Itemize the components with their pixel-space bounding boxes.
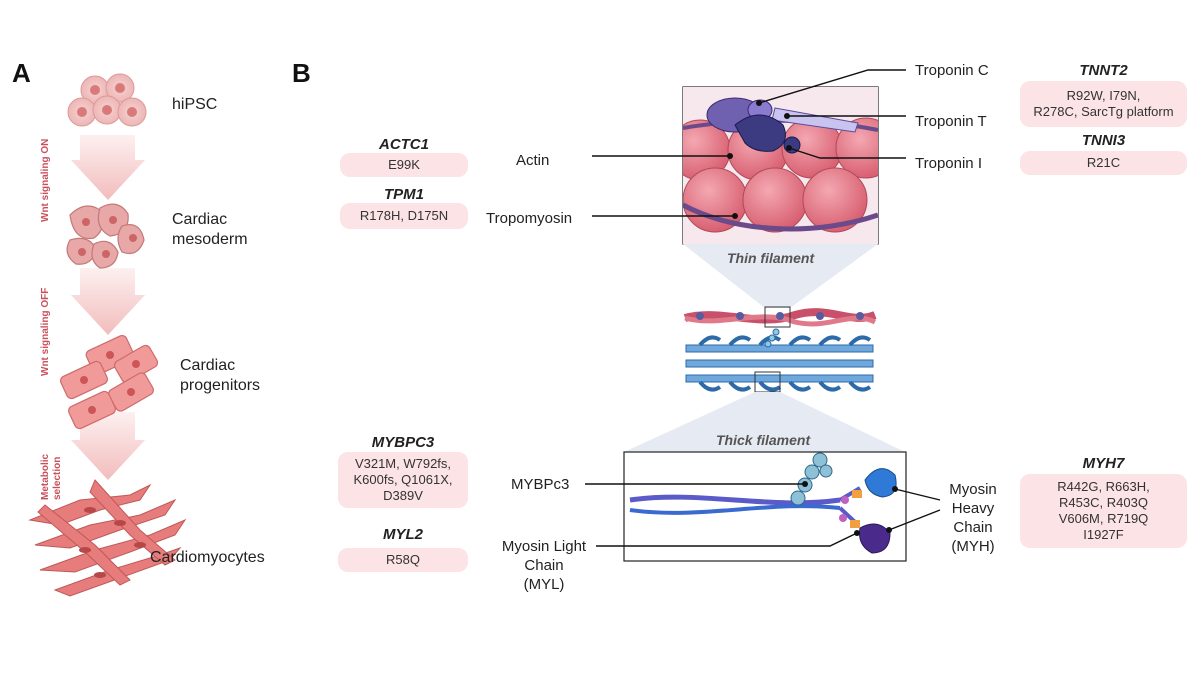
variants-tpm1: R178H, D175N	[340, 203, 468, 229]
label-troponin-t: Troponin T	[915, 113, 987, 130]
stage-progenitors: Cardiac progenitors	[180, 357, 261, 394]
thin-zoom-funnel	[683, 244, 878, 308]
variants-myh7: R442G, R663H, R453C, R403Q V606M, R719Q …	[1020, 474, 1187, 548]
progenitor-cells	[60, 334, 159, 430]
leader-lines	[585, 69, 941, 547]
gene-myh7: MYH7	[1082, 455, 1125, 472]
sarcomere-strip	[683, 306, 877, 393]
label-troponin-i: Troponin I	[915, 155, 982, 172]
variants-actc1: E99K	[340, 153, 468, 177]
mesoderm-cells	[66, 203, 145, 269]
signal-wnt-on: Wnt signaling ON	[40, 138, 51, 222]
signal-wnt-off: Wnt signaling OFF	[40, 287, 51, 376]
thick-filament-title: Thick filament	[716, 432, 811, 448]
label-actin: Actin	[516, 152, 550, 169]
label-myl: Myosin Light Chain (MYL)	[501, 538, 587, 593]
label-troponin-c: Troponin C	[915, 62, 989, 79]
gene-mybpc3: MYBPC3	[371, 434, 435, 451]
stage-hipsc: hiPSC	[172, 96, 218, 113]
gene-myl2: MYL2	[382, 526, 423, 543]
label-tropomyosin: Tropomyosin	[486, 210, 573, 227]
variants-mybpc3: V321M, W792fs, K600fs, Q1061X, D389V	[338, 452, 468, 508]
gene-tpm1: TPM1	[383, 186, 424, 203]
variants-tnnt2: R92W, I79N, R278C, SarcTg platform	[1020, 81, 1187, 127]
stage-cardiomyocytes: Cardiomyocytes	[150, 549, 265, 566]
gene-tnnt2: TNNT2	[1079, 62, 1128, 79]
label-mybpc3: MYBPc3	[511, 476, 570, 493]
thick-zoom-funnel	[624, 392, 905, 452]
variants-myl2: R58Q	[338, 548, 468, 572]
cardiomyocyte-cells	[28, 479, 187, 597]
stage-mesoderm: Cardiac mesoderm	[172, 211, 248, 248]
gene-actc1: ACTC1	[378, 136, 429, 153]
gene-tnni3: TNNI3	[1081, 132, 1126, 149]
panel-a-letter: A	[12, 58, 31, 88]
panel-b-letter: B	[292, 58, 311, 88]
thin-filament-title: Thin filament	[727, 250, 815, 266]
thick-filament-illustration	[623, 451, 907, 562]
label-myh: Myosin Heavy Chain (MYH)	[949, 481, 997, 555]
hipsc-cells	[67, 73, 147, 127]
variants-tnni3: R21C	[1020, 151, 1187, 175]
differentiation-arrows	[71, 135, 145, 480]
signal-metabolic: Metabolic selection	[40, 453, 63, 500]
thin-filament-illustration	[682, 86, 879, 245]
